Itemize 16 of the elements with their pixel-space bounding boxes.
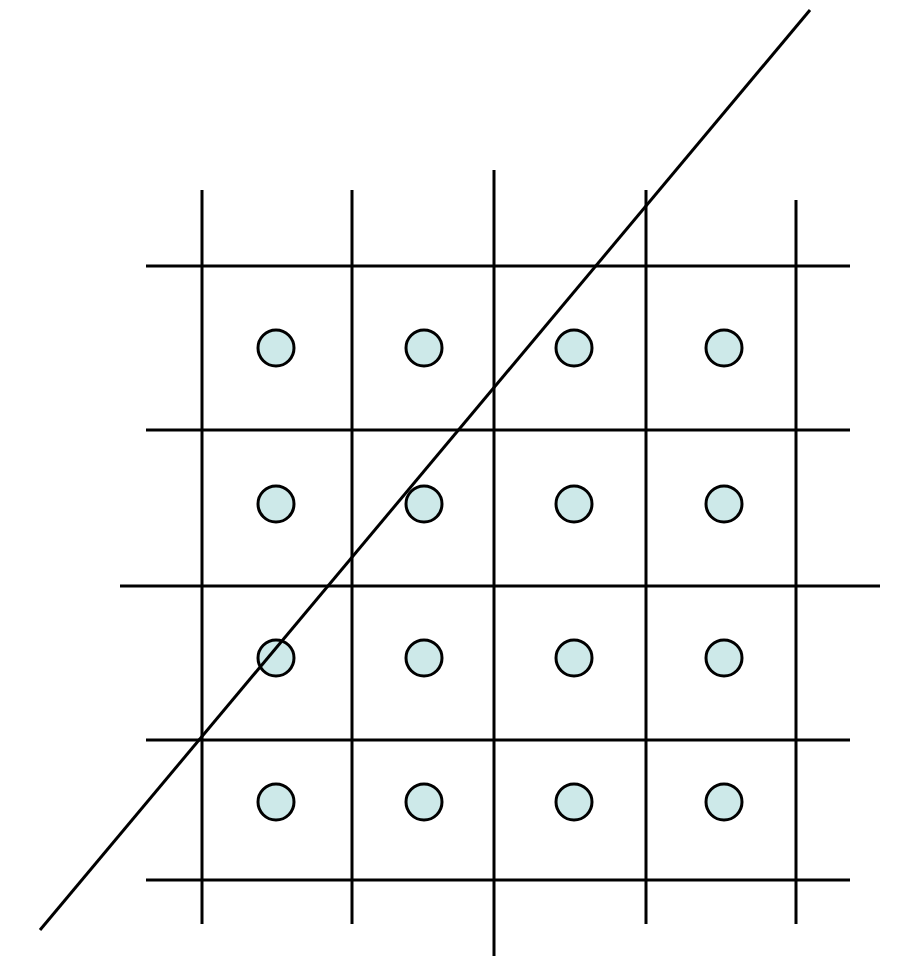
circle-marker — [704, 328, 744, 368]
circle-marker — [256, 328, 296, 368]
circle-marker — [554, 638, 594, 678]
circle-marker — [404, 782, 444, 822]
circle-marker — [404, 484, 444, 524]
circle-marker — [256, 484, 296, 524]
circle-marker — [554, 328, 594, 368]
circle-marker — [256, 782, 296, 822]
circle-marker — [256, 638, 296, 678]
circle-marker — [554, 484, 594, 524]
circle-marker — [704, 484, 744, 524]
circle-marker — [704, 782, 744, 822]
circle-marker — [404, 328, 444, 368]
circle-marker — [404, 638, 444, 678]
circle-marker — [554, 782, 594, 822]
circle-marker — [704, 638, 744, 678]
